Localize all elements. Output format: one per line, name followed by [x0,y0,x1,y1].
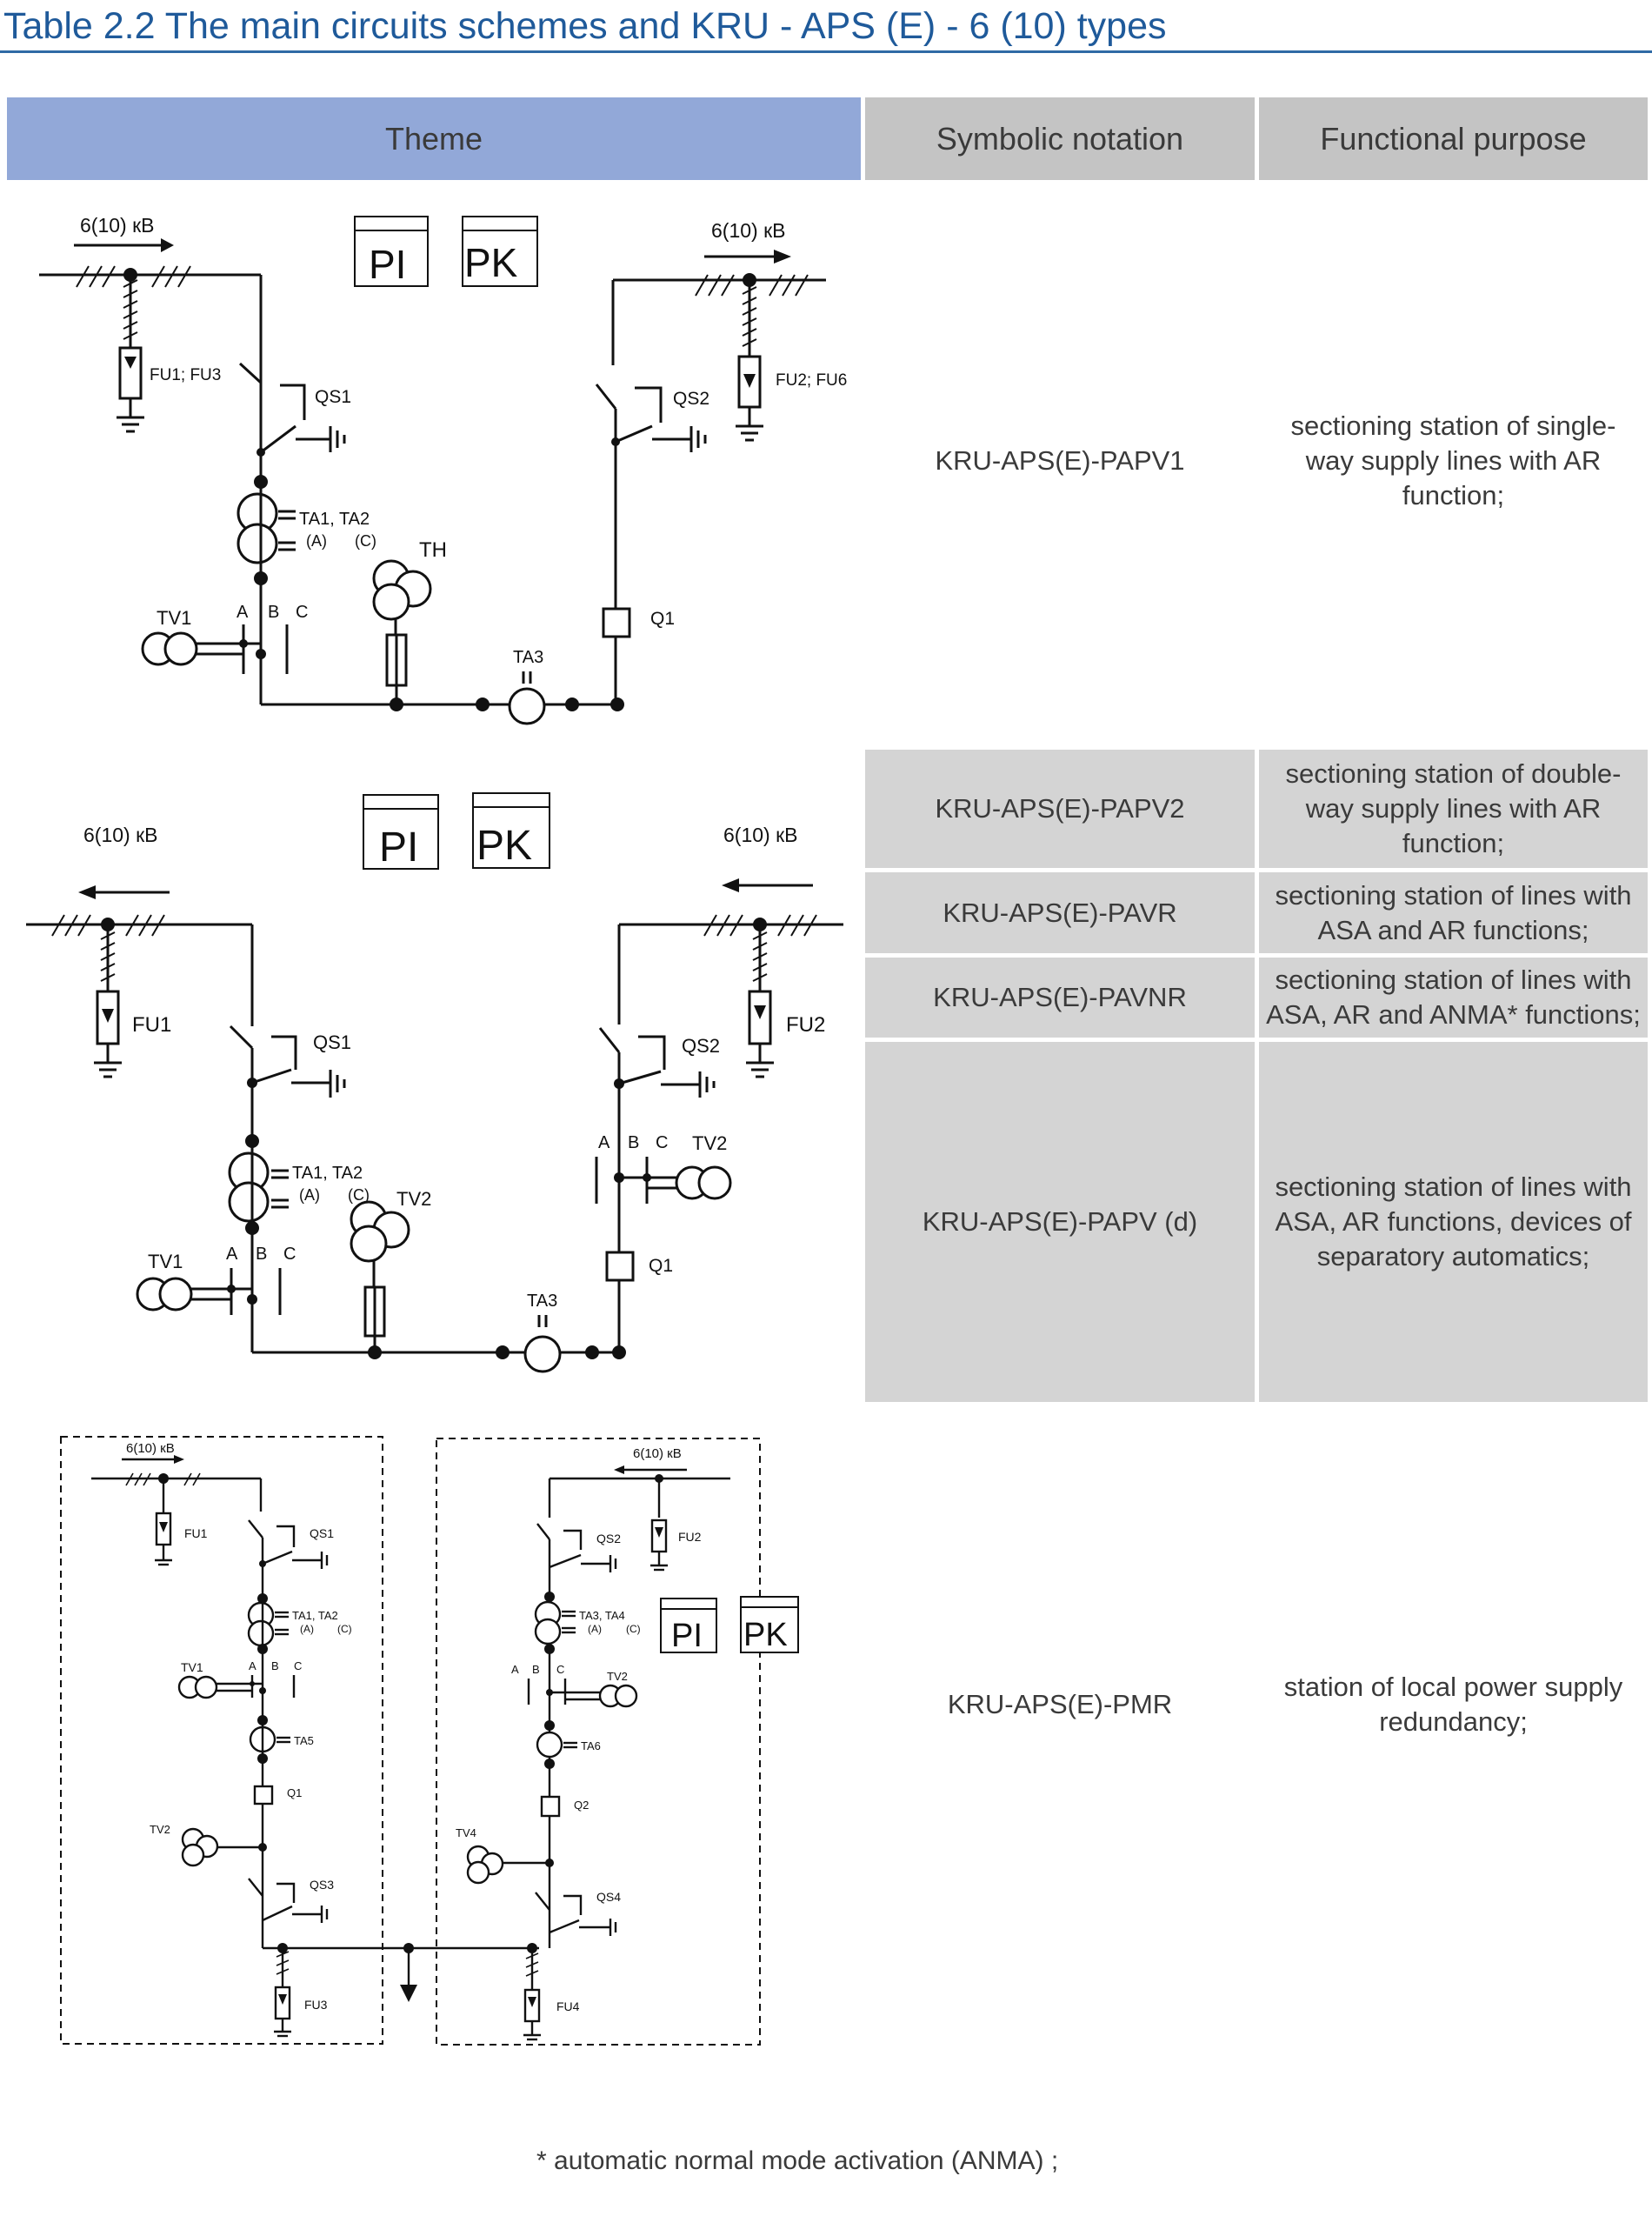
fu-right-label: FU2; FU6 [776,371,847,390]
voltage-label-left: 6(10) кВ [126,1441,175,1456]
qs2-label: QS2 [673,389,709,409]
fu1-label: FU1 [132,1013,171,1037]
ta3-label: TA3 [513,648,543,667]
fu-left-label: FU1; FU3 [150,366,221,384]
header-functional-purpose: Functional purpose [1259,97,1648,180]
header-theme: Theme [7,97,861,180]
ta-a-label: (A) [299,1186,320,1204]
header-symbolic-notation: Symbolic notation [865,97,1255,180]
qs4-label: QS4 [596,1890,621,1904]
row1-symbol: KRU-APS(E)-PAPV1 [935,445,1185,476]
pk-label: PK [464,240,518,285]
qs2-label: QS2 [682,1035,720,1057]
phase-a-label: A [236,603,249,622]
row2-symbol: KRU-APS(E)-PAPV2 [865,750,1255,868]
fu2-label: FU2 [786,1013,825,1037]
phase-a-label: A [249,1659,256,1672]
ta-a-label: (A) [300,1623,314,1635]
fu2-label: FU2 [678,1530,702,1544]
phase-c-label: C [296,603,308,622]
phase-b-label: B [268,603,279,622]
tv4-label: TV4 [456,1826,476,1839]
voltage-label-left: 6(10) кВ [80,214,155,237]
row6-symbol: KRU-APS(E)-PMR [947,1689,1173,1719]
phase-c-label: C [283,1245,296,1264]
row4-symbol: KRU-APS(E)-PAVNR [865,958,1255,1038]
voltage-label-right: 6(10) кВ [711,219,786,242]
tv1-label: TV1 [181,1660,203,1674]
pi-label: PI [369,242,406,287]
ta-c-label: (C) [337,1623,352,1635]
phase-c-label-right: C [656,1133,668,1152]
row4-purpose: sectioning station of lines with ASA, AR… [1259,958,1648,1038]
row5-purpose: sectioning station of lines with ASA, AR… [1259,1042,1648,1402]
th-label: TH [419,538,447,562]
ta6-label: TA6 [581,1739,601,1752]
fu3-label: FU3 [304,1998,328,2012]
scheme-pmr: 6(10) кВ FU1 QS1 TA1, TA2 (A) (C) A B C [60,1436,799,2046]
row3-symbol: KRU-APS(E)-PAVR [865,872,1255,953]
q2-label: Q2 [574,1799,589,1812]
row6-purpose: station of local power supply redundancy… [1283,1672,1623,1737]
page-title: Table 2.2 The main circuits schemes and … [3,5,1167,47]
qs1-label: QS1 [315,387,351,407]
phase-a-label: A [226,1245,238,1264]
qs3-label: QS3 [310,1878,334,1892]
tv2-right-label: TV2 [607,1670,628,1683]
ta-c-label: (C) [348,1186,370,1204]
tv1-label: TV1 [148,1251,183,1272]
ta-c-label: (C) [355,532,376,550]
q1-label: Q1 [649,1256,673,1276]
row2-purpose: sectioning station of double-way supply … [1259,750,1648,868]
ta-c-label-right: (C) [626,1623,641,1635]
phase-a-label-right: A [511,1663,519,1676]
ta-a-label: (A) [306,532,327,550]
tv2-mid-label: TV2 [396,1188,431,1210]
voltage-label-right: 6(10) кВ [723,824,798,846]
phase-b-label: B [271,1659,279,1672]
ta34-label: TA3, TA4 [579,1609,625,1622]
voltage-label-right: 6(10) кВ [633,1446,682,1461]
ta3-label: TA3 [527,1292,557,1311]
phase-a-label-right: A [598,1133,610,1152]
footnote: * automatic normal mode activation (ANMA… [536,2146,1059,2175]
phase-c-label-right: C [556,1663,564,1676]
phase-b-label: B [256,1245,267,1264]
fu1-label: FU1 [184,1526,208,1540]
qs1-label: QS1 [310,1526,334,1540]
q1-label: Q1 [287,1786,302,1799]
fu4-label: FU4 [556,1999,580,2013]
row5-symbol: KRU-APS(E)-PAPV (d) [865,1042,1255,1402]
row3-purpose: sectioning station of lines with ASA and… [1259,872,1648,953]
circuit-schemes: 6(10) кВ FU1; FU3 QS1 TA1, TA2 (A) (C) [26,214,847,2046]
pk-label: PK [743,1617,788,1653]
phase-c-label: C [294,1659,302,1672]
ta12-label: TA1, TA2 [292,1609,338,1622]
ta-a-label-right: (A) [588,1623,602,1635]
scheme-papv1: 6(10) кВ FU1; FU3 QS1 TA1, TA2 (A) (C) [39,214,847,725]
ta5-label: TA5 [294,1734,314,1747]
pi-label: PI [671,1618,703,1654]
qs1-label: QS1 [313,1031,351,1053]
voltage-label-left: 6(10) кВ [83,824,158,846]
title-underline [0,50,1652,53]
qs2-label: QS2 [596,1532,621,1545]
row1-purpose: sectioning station of single-way supply … [1290,410,1616,511]
ta12-label: TA1, TA2 [299,510,370,529]
scheme-papv2: 6(10) кВ FU1 QS1 TA1, TA2 (A) (C) A B [26,792,843,1373]
phase-b-label-right: B [628,1133,639,1152]
q1-label: Q1 [650,609,675,629]
pk-label: PK [476,823,532,869]
tv1-label: TV1 [157,607,191,629]
pi-label: PI [379,824,418,871]
tv2-left-label: TV2 [150,1823,170,1836]
phase-b-label-right: B [532,1663,540,1676]
tv2-right-label: TV2 [692,1132,727,1154]
ta12-label: TA1, TA2 [292,1164,363,1183]
